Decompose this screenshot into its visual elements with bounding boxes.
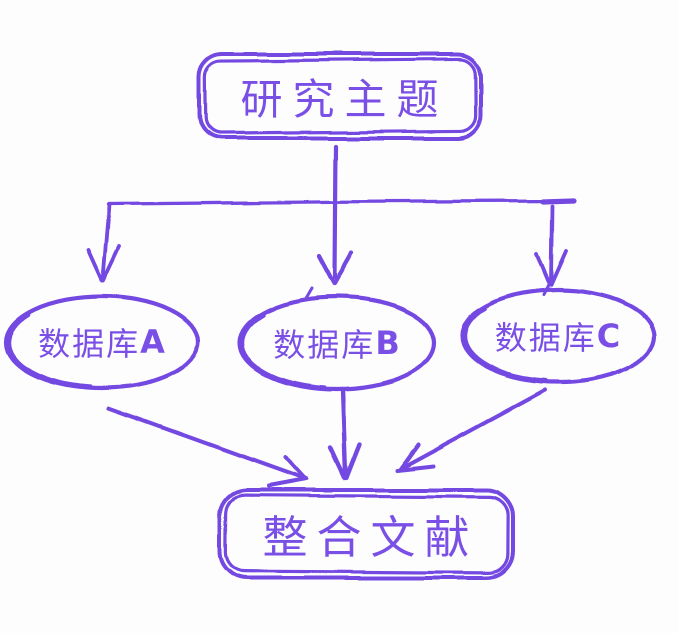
node-db-b-outline xyxy=(237,294,437,392)
node-db-b-label-cn: 数据库 xyxy=(273,326,376,364)
node-merge-outline xyxy=(218,488,515,580)
node-db-c-label-cn: 数据库 xyxy=(494,319,597,357)
node-db-c-outline xyxy=(459,287,657,385)
node-topic-outline xyxy=(197,52,483,140)
edge-topic-db-c-shaft xyxy=(549,204,554,283)
node-topic-outline-inner xyxy=(203,57,478,135)
node-db-c-label-letter: C xyxy=(596,317,623,355)
node-db-a-outline xyxy=(3,293,201,391)
edge-db-a-merge-shaft xyxy=(106,406,302,479)
edge-topic-db-b-shaft xyxy=(332,143,339,281)
edge-db-b-merge-arrowhead xyxy=(328,442,363,481)
node-db-a-outline-overlap xyxy=(7,295,199,389)
node-db-a-label-cn: 数据库 xyxy=(38,325,141,363)
node-db-b-pen-tick xyxy=(303,286,314,302)
edge-topic-db-a-shaft xyxy=(101,203,111,279)
node-db-b-label-letter: B xyxy=(375,324,402,362)
edge-topic-db-b-arrowhead xyxy=(316,251,355,287)
distributor-line xyxy=(106,199,575,206)
node-db-a-label-letter: A xyxy=(140,323,167,361)
edge-db-a-merge-arrowhead xyxy=(266,455,308,488)
node-db-b-outline-overlap xyxy=(241,296,435,390)
edge-topic-db-c-arrowhead xyxy=(535,249,568,287)
edge-db-b-merge-shaft xyxy=(340,386,349,478)
edge-db-c-merge-arrowhead xyxy=(395,442,435,472)
node-topic-label: 研究主题 xyxy=(240,75,449,124)
node-merge-outline-inner xyxy=(224,493,510,575)
edge-db-c-merge-shaft xyxy=(401,388,547,469)
edge-topic-db-a-arrowhead xyxy=(86,244,121,282)
flowchart-strokes xyxy=(3,52,657,580)
node-db-c-outline-overlap xyxy=(463,289,655,383)
node-db-c-pen-tick xyxy=(542,283,551,297)
node-merge-label: 整合文献 xyxy=(262,511,479,564)
distributor-line-end xyxy=(539,197,577,205)
